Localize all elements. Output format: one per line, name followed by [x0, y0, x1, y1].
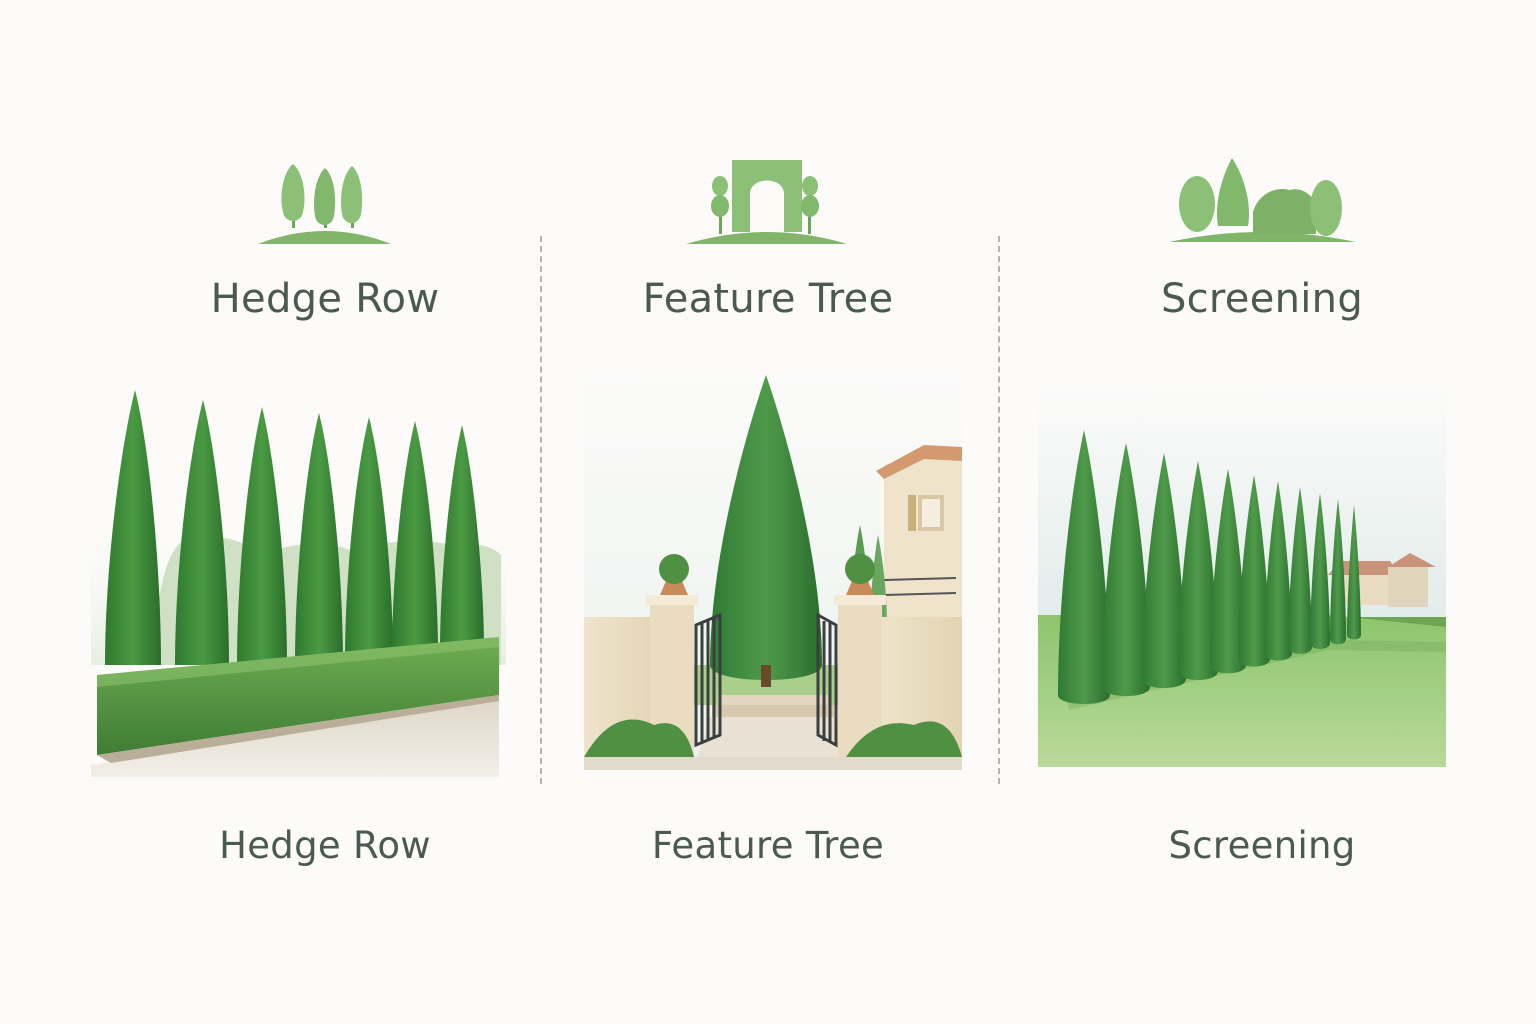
panel-hedge-row: Hedge Row	[69, 0, 581, 1024]
panel-screening: Screening	[1006, 0, 1518, 1024]
panel-title: Feature Tree	[642, 276, 894, 322]
feature-tree-illustration	[584, 365, 962, 770]
divider-left	[540, 236, 542, 784]
panel-caption: Feature Tree	[651, 824, 885, 867]
panel-feature-tree: Feature Tree	[512, 0, 1024, 1024]
panel-caption: Hedge Row	[219, 824, 431, 867]
panel-title: Screening	[1160, 276, 1364, 322]
feature-tree-icon	[686, 160, 847, 244]
panel-caption: Screening	[1168, 824, 1356, 867]
screening-icon	[1169, 158, 1356, 242]
divider-right	[998, 236, 1000, 784]
hedge-row-illustration	[91, 390, 506, 777]
hedge-row-icon	[258, 164, 391, 244]
screening-illustration	[1038, 385, 1446, 767]
panel-title: Hedge Row	[210, 276, 440, 322]
